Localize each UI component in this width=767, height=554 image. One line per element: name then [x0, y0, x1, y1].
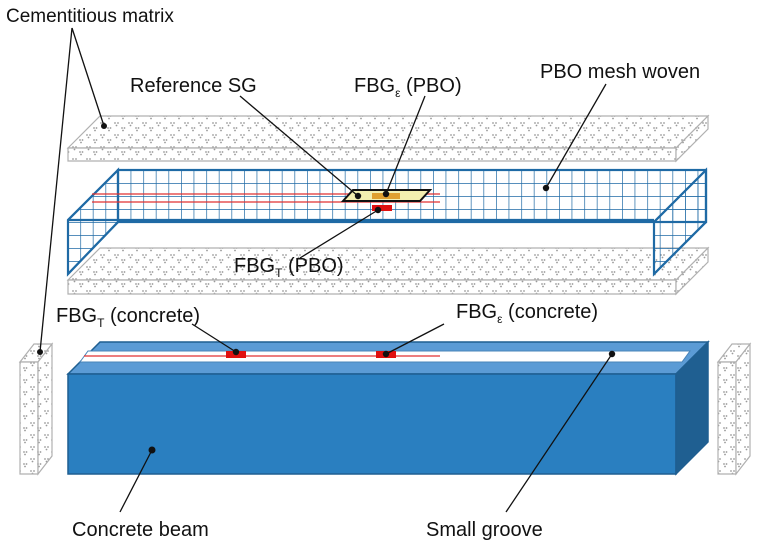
label-fbg-eps-pbo: FBGε (PBO) — [354, 75, 462, 100]
concrete-beam — [66, 340, 710, 476]
label-fbg-t-concrete-sub: T — [97, 316, 105, 330]
label-fbg-t-concrete-tail: (concrete) — [104, 305, 200, 327]
right-side-plate — [716, 342, 752, 476]
label-fbg-t-concrete: FBGT (concrete) — [56, 305, 200, 330]
label-fbg-eps-concrete-sub: ε — [497, 312, 503, 326]
label-small-groove: Small groove — [426, 519, 543, 541]
label-fbg-t-concrete-main: FBG — [56, 305, 97, 327]
top-matrix-plate — [66, 114, 710, 163]
left-side-plate — [18, 342, 54, 476]
label-reference-sg: Reference SG — [130, 75, 257, 97]
label-fbg-t-pbo-tail: (PBO) — [282, 255, 343, 277]
fbg-t-pbo-sensor — [372, 205, 392, 211]
label-fbg-eps-concrete-main: FBG — [456, 301, 497, 323]
leader-lines — [39, 27, 613, 513]
label-fbg-eps-pbo-main: FBG — [354, 75, 395, 97]
label-fbg-eps-concrete-tail: (concrete) — [502, 301, 598, 323]
bottom-matrix-plate — [66, 246, 710, 296]
label-pbo-mesh-woven: PBO mesh woven — [540, 61, 700, 83]
label-fbg-eps-concrete: FBGε (concrete) — [456, 301, 598, 326]
label-concrete-beam: Concrete beam — [72, 519, 209, 541]
leader-dots — [37, 123, 616, 454]
label-fbg-t-pbo-main: FBG — [234, 255, 275, 277]
label-fbg-t-pbo-sub: T — [275, 266, 283, 280]
label-fbg-t-pbo: FBGT (PBO) — [234, 255, 344, 280]
label-fbg-eps-pbo-tail: (PBO) — [400, 75, 461, 97]
label-fbg-eps-pbo-sub: ε — [395, 86, 401, 100]
label-cementitious-matrix: Cementitious matrix — [6, 6, 174, 27]
